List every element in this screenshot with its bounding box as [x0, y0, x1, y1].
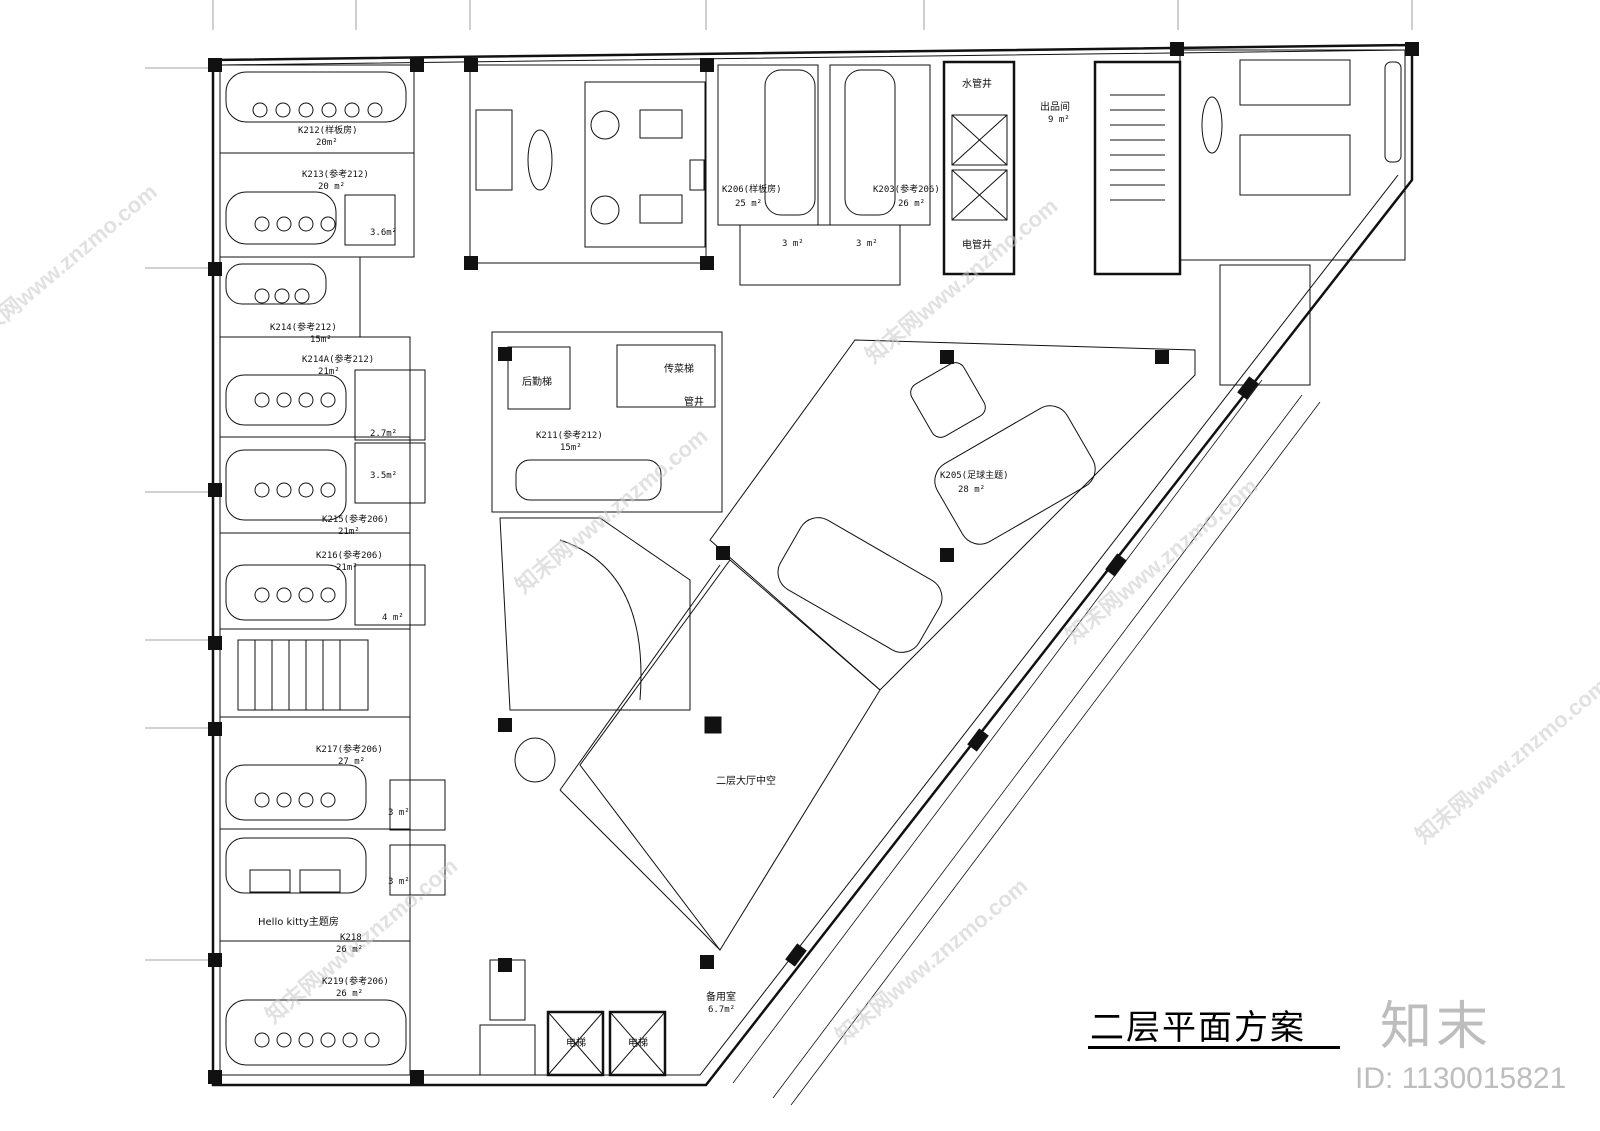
drawing-title: 二层平面方案	[1090, 1008, 1306, 1048]
label-k212: K212(样板房)	[298, 124, 358, 136]
watermarks: 知末网www.znzmo.com 知末网www.znzmo.com 知末网www…	[0, 179, 1600, 1048]
label-wc-4: 4 m²	[382, 613, 404, 623]
label-k203-area: 26 m²	[898, 199, 925, 209]
axis-lines	[145, 0, 1413, 961]
top-right-lounge	[1179, 49, 1406, 386]
label-k217: K217(参考206)	[316, 743, 383, 755]
label-k214a: K214A(参考212)	[302, 353, 374, 365]
facade-columns	[785, 376, 1259, 967]
label-product-room-area: 9 m²	[1048, 115, 1070, 125]
k206-k203	[717, 64, 931, 286]
label-k219-area: 26 m²	[336, 989, 363, 999]
label-wc-3a: 3 m²	[388, 808, 410, 818]
label-k215: K215(参考206)	[322, 513, 389, 525]
watermark-7: 知末网www.znzmo.com	[1411, 673, 1600, 848]
label-k218: K218	[340, 933, 362, 943]
image-id: ID: 1130015821	[1355, 1062, 1567, 1095]
outer-wall	[211, 43, 1414, 1087]
label-lift-2: 电梯	[628, 1036, 648, 1049]
brand-logo: 知末	[1380, 997, 1493, 1057]
columns	[208, 42, 1419, 1084]
watermark-6: 知末网www.znzmo.com	[831, 873, 1033, 1048]
label-k214a-area: 21m²	[318, 367, 340, 377]
label-lift-1: 电梯	[566, 1036, 586, 1049]
label-water-shaft: 水管井	[962, 77, 992, 90]
label-k212-area: 20m²	[316, 138, 338, 148]
title-underline	[1088, 1046, 1340, 1049]
atrium	[559, 559, 881, 951]
label-k218-theme: Hello kitty主题房	[258, 915, 339, 928]
label-k205-area: 28 m²	[958, 485, 985, 495]
label-k216: K216(参考206)	[316, 549, 383, 561]
watermark-1: 知末网www.znzmo.com	[0, 179, 162, 354]
label-wc-36: 3.6m²	[370, 228, 397, 238]
label-dumbwaiter: 传菜梯	[664, 362, 694, 375]
label-k219: K219(参考206)	[322, 975, 389, 987]
k205	[709, 339, 1196, 691]
label-product-room: 出品间	[1040, 100, 1070, 113]
label-k213-area: 20 m²	[318, 182, 345, 192]
label-atrium: 二层大厅中空	[716, 774, 776, 787]
bottom-lifts	[479, 959, 667, 1077]
room-labels: K212(样板房) 20m² K213(参考212) 20 m² K214(参考…	[258, 77, 1070, 1049]
label-wc-3d: 3 m²	[856, 239, 878, 249]
label-k211-area: 15m²	[560, 443, 582, 453]
label-k205: K205(足球主题)	[940, 469, 1009, 481]
label-k215-area: 21m²	[338, 527, 360, 537]
center-block	[491, 331, 723, 783]
label-wc-27: 2.7m²	[370, 429, 397, 439]
label-k214: K214(参考212)	[270, 321, 337, 333]
label-k211: K211(参考212)	[536, 429, 603, 441]
label-spare-room: 备用室	[706, 990, 736, 1003]
top-center-room	[469, 64, 707, 264]
label-k213: K213(参考212)	[302, 168, 369, 180]
label-wc-3c: 3 m²	[782, 239, 804, 249]
label-k216-area: 21m²	[336, 563, 358, 573]
watermark-3: 知末网www.znzmo.com	[861, 193, 1063, 368]
label-service-lift: 后勤梯	[522, 375, 552, 388]
label-k214-area: 15m²	[310, 335, 332, 345]
label-pipe-shaft: 管井	[684, 395, 704, 408]
diagonal-facade	[732, 379, 1321, 1106]
label-k206-area: 25 m²	[735, 199, 762, 209]
label-k206: K206(样板房)	[722, 183, 782, 195]
label-wc-3b: 3 m²	[388, 877, 410, 887]
label-k218-area: 26 m²	[336, 945, 363, 955]
label-k203: K203(参考206)	[873, 183, 940, 195]
label-wc-35: 3.5m²	[370, 471, 397, 481]
watermark-2: 知末网www.znzmo.com	[511, 423, 713, 598]
label-spare-room-area: 6.7m²	[708, 1005, 735, 1015]
label-k217-area: 27 m²	[338, 757, 365, 767]
label-elec-shaft: 电管井	[962, 238, 992, 251]
